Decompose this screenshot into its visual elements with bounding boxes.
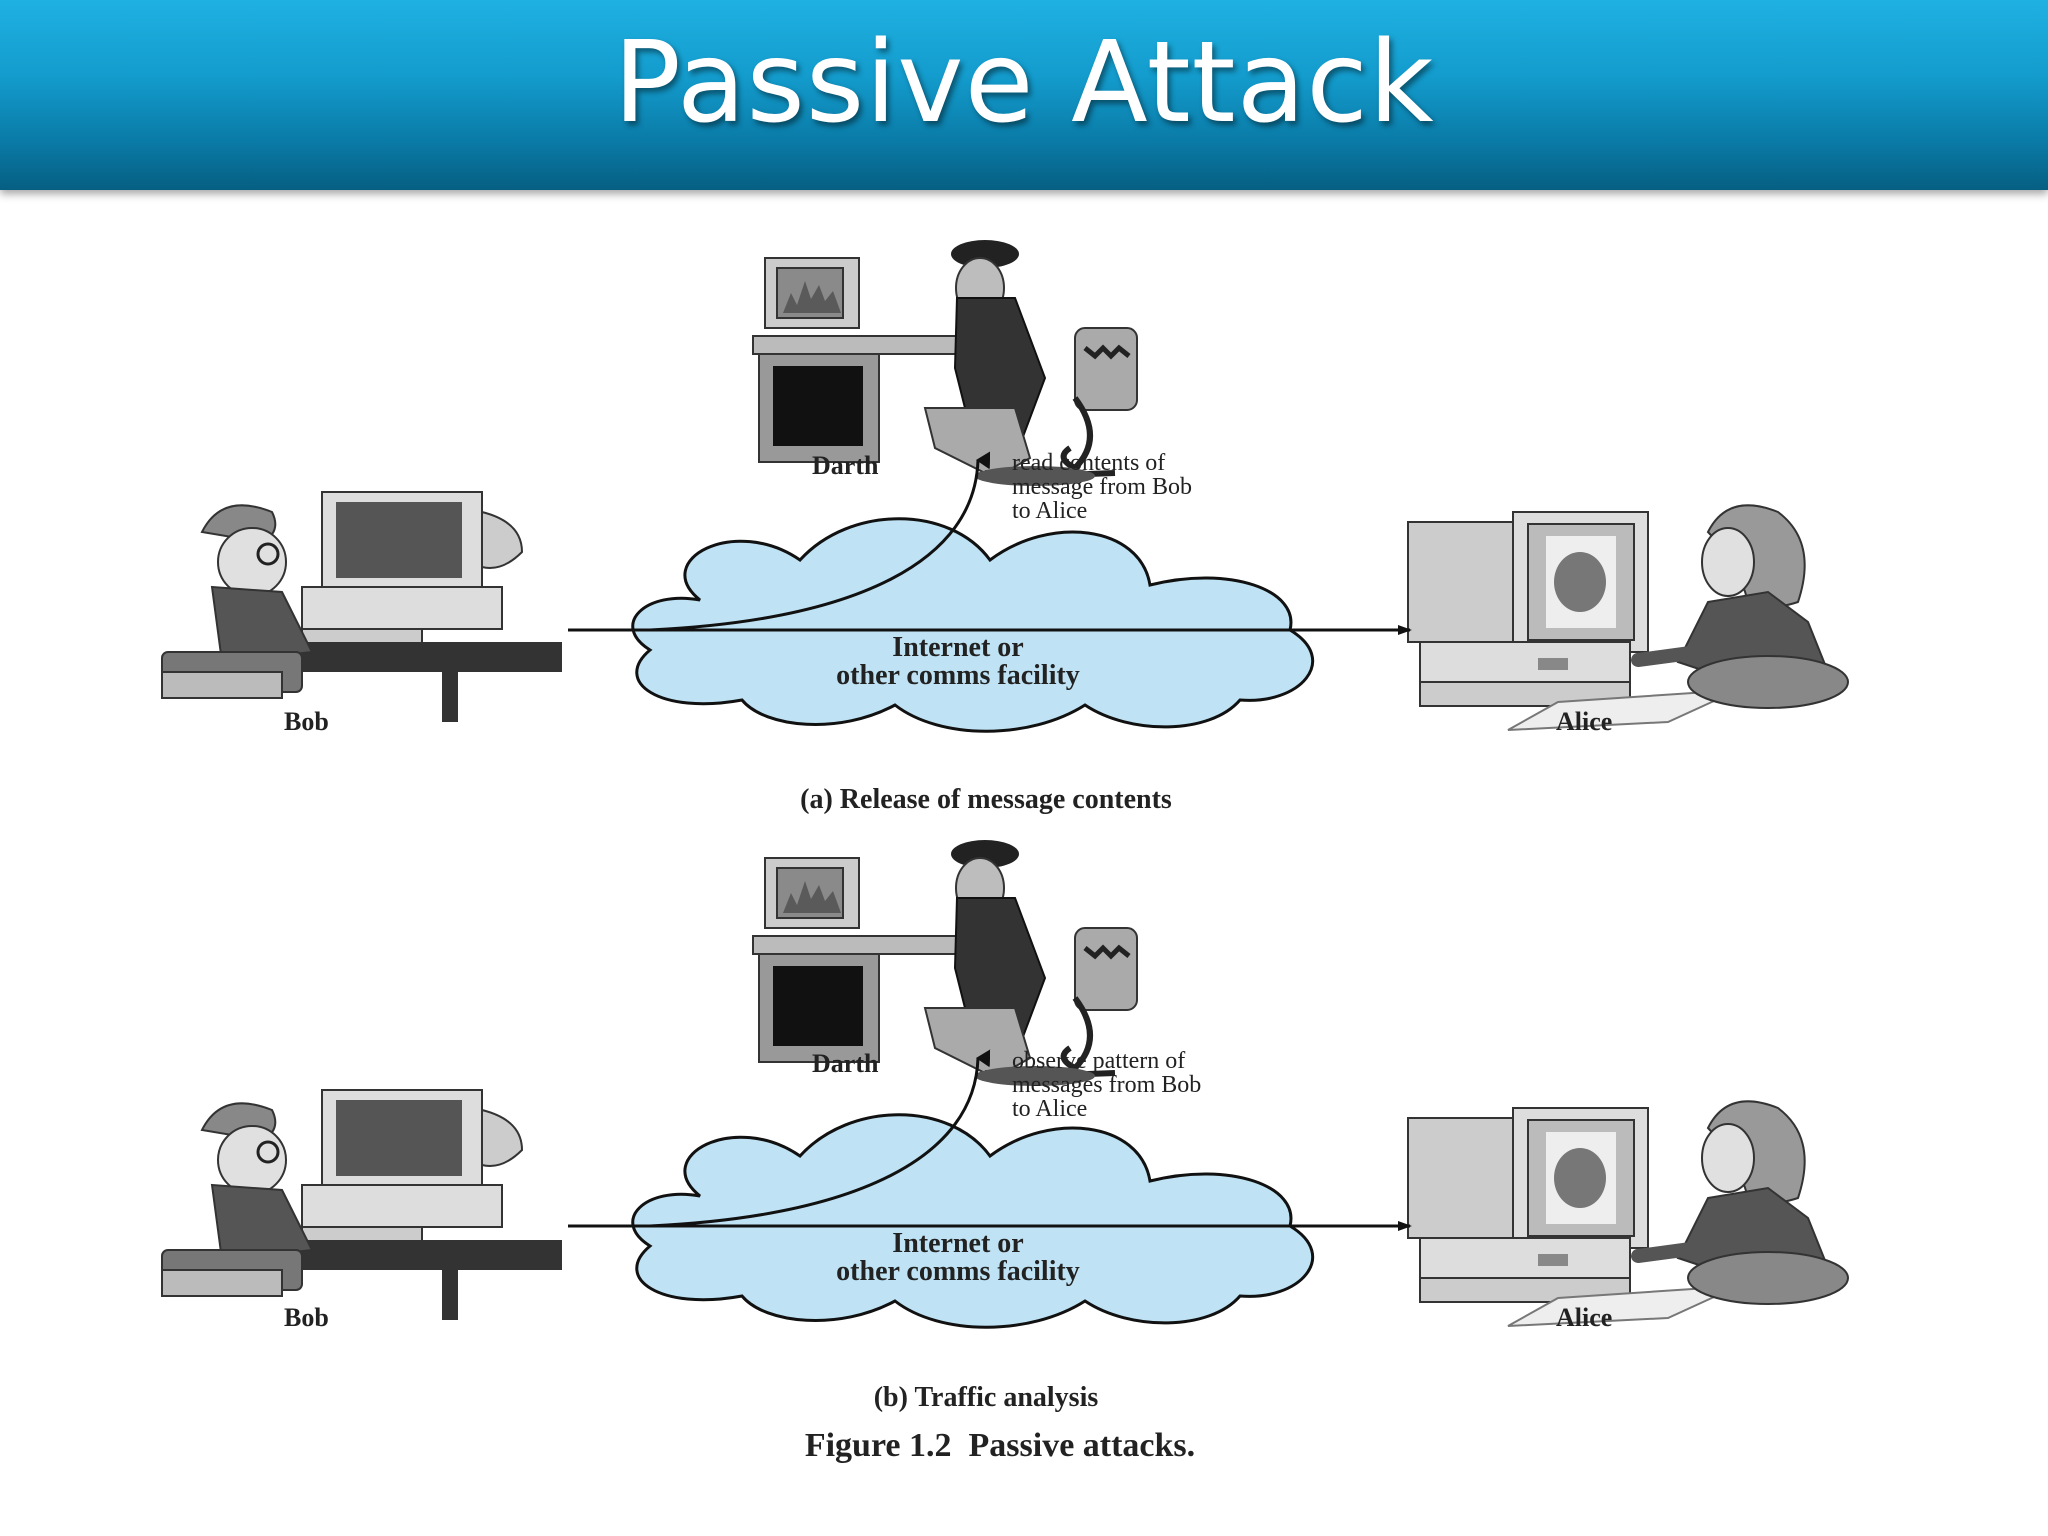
attack-annotation-line-2: messages from Bob	[1012, 1072, 1201, 1098]
network-label-line-1: Internet or	[892, 632, 1023, 663]
bob-label: Bob	[284, 707, 329, 736]
darth-label: Darth	[812, 451, 879, 480]
alice-label: Alice	[1556, 1303, 1612, 1332]
panel-caption: (a) Release of message contents	[800, 784, 1172, 815]
attack-annotation-line-1: read contents of	[1012, 450, 1165, 476]
intercept-arrow	[649, 1049, 991, 1228]
bob-illustration	[160, 1088, 564, 1322]
attack-annotation-line-3: to Alice	[1012, 498, 1087, 524]
network-cloud	[631, 1113, 1314, 1329]
darth-label: Darth	[812, 1049, 879, 1078]
network-label-line-1: Internet or	[892, 1228, 1023, 1259]
panel-a: Darth read contents of message from Bob …	[160, 240, 1848, 815]
figure-caption: Figure 1.2 Passive attacks.	[805, 1427, 1195, 1464]
alice-label: Alice	[1556, 707, 1612, 736]
title-bar: Passive Attack	[0, 0, 2048, 190]
slide-title: Passive Attack	[613, 18, 1435, 148]
alice-illustration	[1408, 1101, 1848, 1326]
panel-b: Darth observe pattern of messages from B…	[160, 840, 1848, 1413]
panel-caption: (b) Traffic analysis	[874, 1382, 1099, 1413]
intercept-arrow	[649, 451, 991, 632]
attack-annotation-line-3: to Alice	[1012, 1096, 1087, 1122]
bob-label: Bob	[284, 1303, 329, 1332]
attack-annotation-line-2: message from Bob	[1012, 474, 1192, 500]
network-label-line-2: other comms facility	[836, 660, 1080, 691]
attack-annotation-line-1: observe pattern of	[1012, 1048, 1185, 1074]
bob-illustration	[160, 490, 564, 724]
network-cloud	[631, 517, 1314, 733]
network-label-line-2: other comms facility	[836, 1256, 1080, 1287]
alice-illustration	[1408, 505, 1848, 730]
